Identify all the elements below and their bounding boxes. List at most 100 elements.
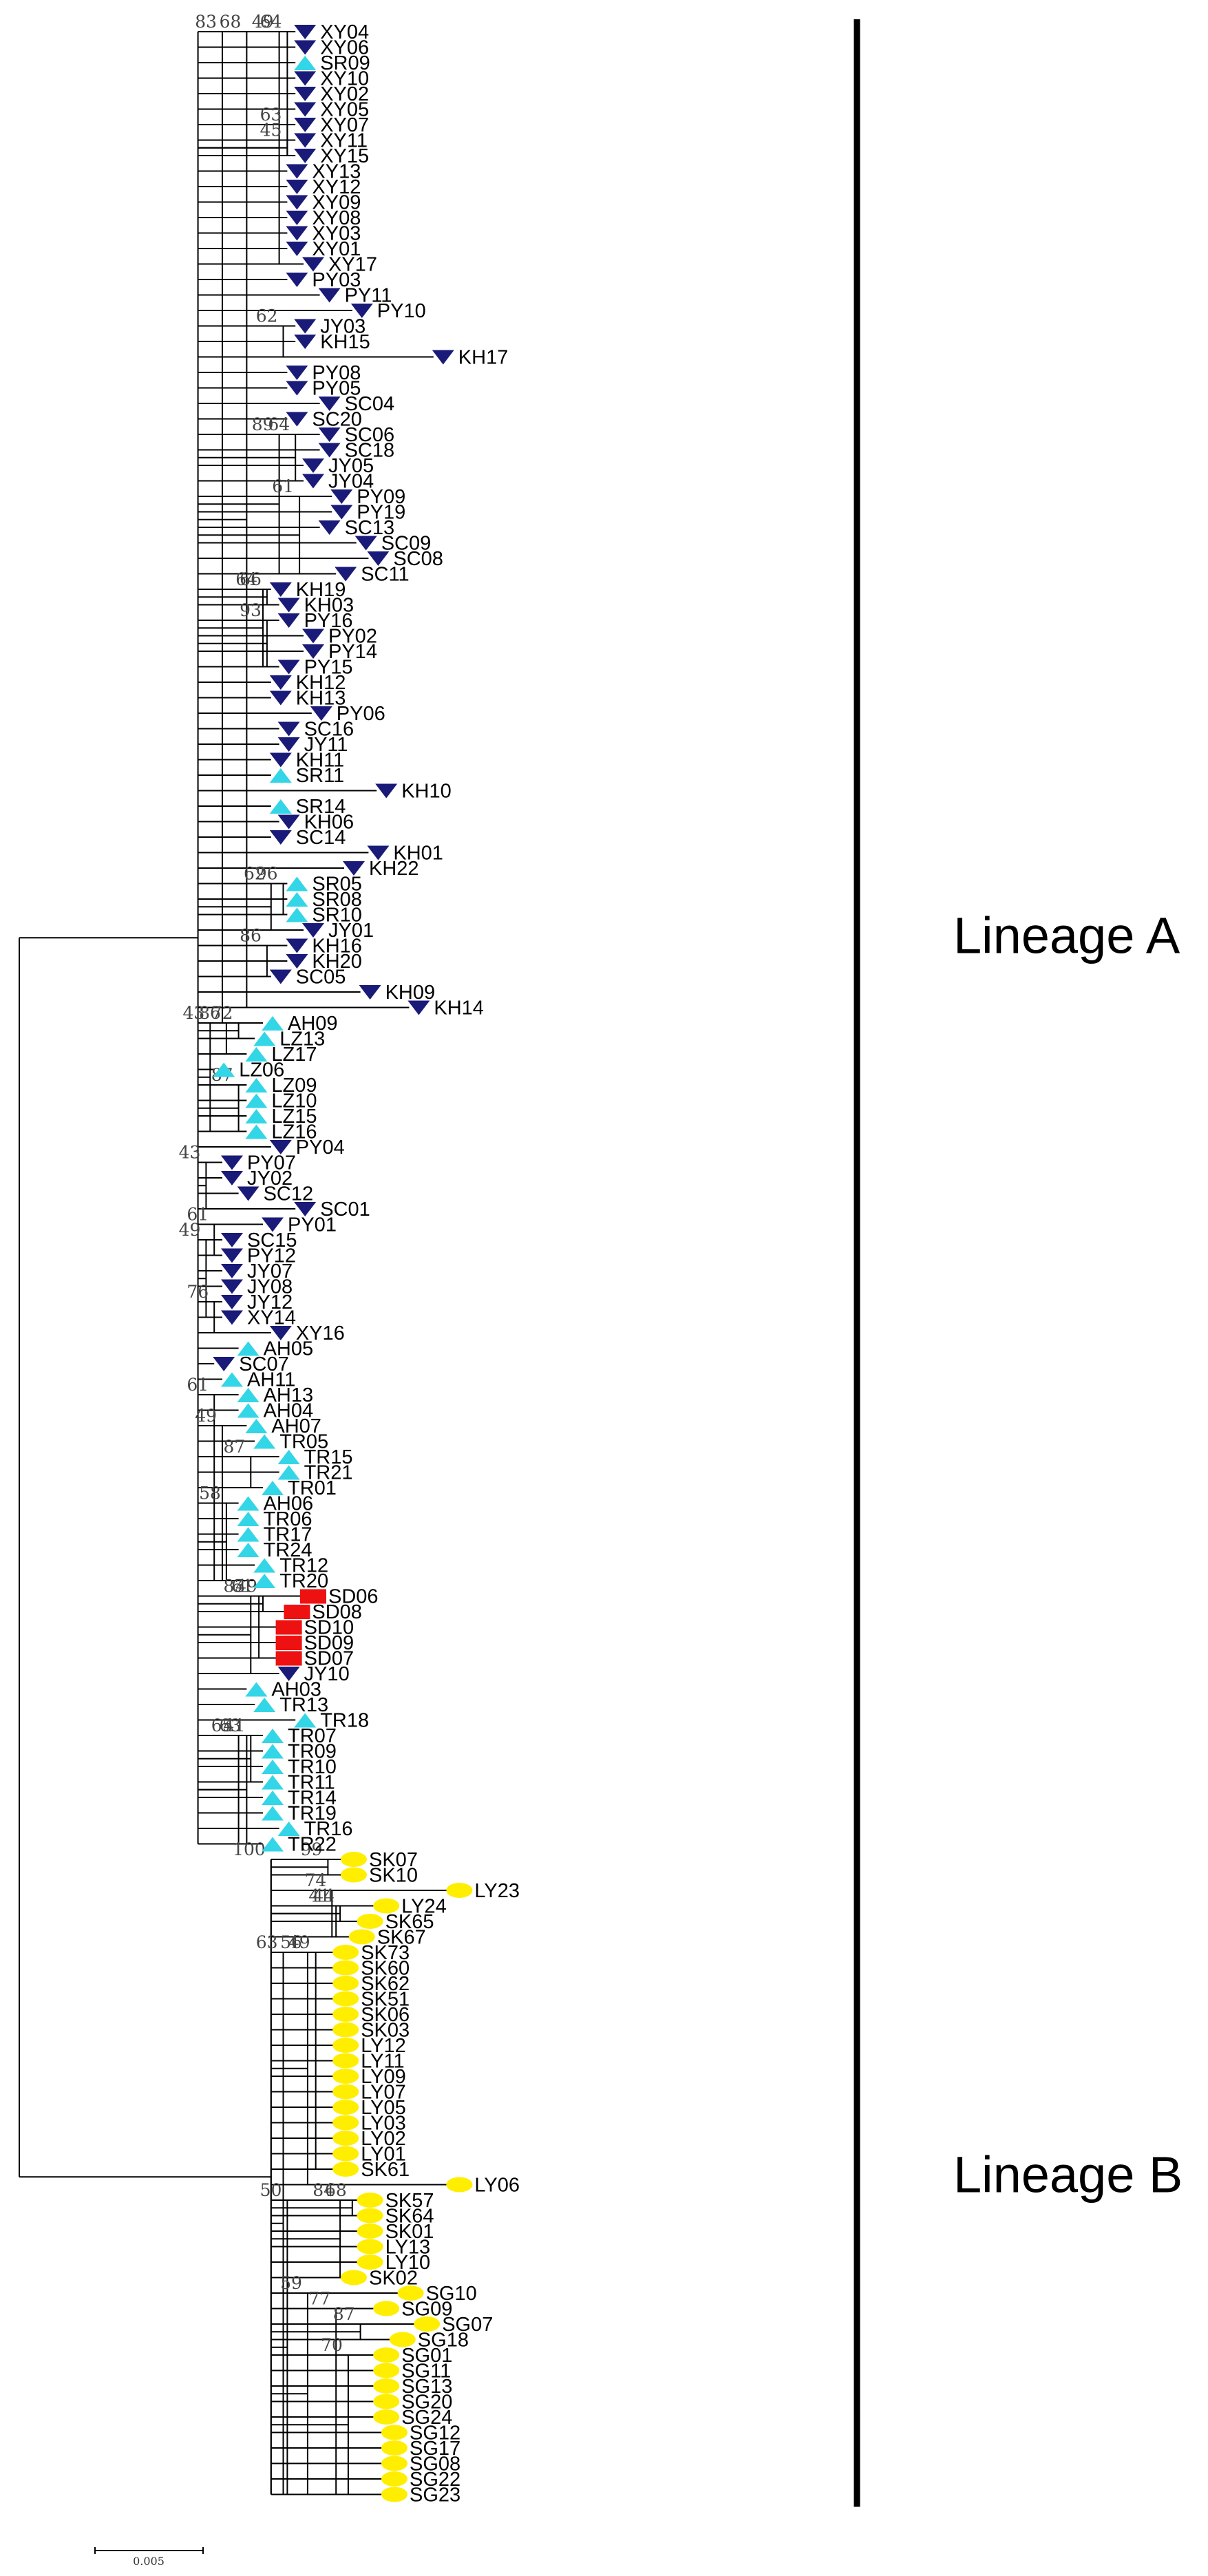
taxon-label: SC18 bbox=[345, 440, 395, 462]
bootstrap-support-label: 43 bbox=[182, 1003, 204, 1023]
bootstrap-support-label: 87 bbox=[223, 1437, 245, 1457]
dark-blue-down-triangle-icon bbox=[302, 257, 324, 272]
dark-blue-down-triangle-icon bbox=[286, 412, 308, 427]
dark-blue-down-triangle-icon bbox=[294, 1202, 317, 1216]
taxon-label: XY14 bbox=[247, 1307, 296, 1329]
taxon-label: SG13 bbox=[401, 2376, 452, 2398]
taxon-label: XY16 bbox=[296, 1322, 345, 1344]
cyan-up-triangle-icon bbox=[237, 1388, 259, 1402]
bootstrap-support-label: 58 bbox=[199, 1484, 221, 1503]
yellow-ellipse-icon bbox=[332, 2146, 359, 2162]
bootstrap-support-label: 61 bbox=[187, 1205, 209, 1225]
taxon-label: SD06 bbox=[328, 1586, 379, 1608]
bootstrap-support-label: 86 bbox=[240, 926, 262, 946]
dark-blue-down-triangle-icon bbox=[294, 319, 317, 334]
cyan-up-triangle-icon bbox=[262, 1760, 284, 1774]
taxon-label: SK60 bbox=[361, 1958, 410, 1980]
taxon-label: LY02 bbox=[361, 2128, 406, 2150]
bootstrap-support-label: 83 bbox=[195, 12, 217, 32]
yellow-ellipse-icon bbox=[373, 2409, 400, 2425]
yellow-ellipse-icon bbox=[373, 2394, 400, 2409]
yellow-ellipse-icon bbox=[332, 1960, 359, 1976]
dark-blue-down-triangle-icon bbox=[213, 1357, 235, 1371]
taxon-label: AH07 bbox=[271, 1415, 321, 1437]
yellow-ellipse-icon bbox=[446, 1883, 473, 1898]
dark-blue-down-triangle-icon bbox=[221, 1264, 243, 1278]
bootstrap-support-label: 64 bbox=[260, 12, 282, 32]
taxon-label: LY10 bbox=[385, 2252, 431, 2274]
bootstrap-support-label: 63 bbox=[260, 105, 282, 125]
taxon-label: LZ16 bbox=[271, 1121, 317, 1143]
yellow-ellipse-icon bbox=[381, 2471, 407, 2487]
dark-blue-down-triangle-icon bbox=[269, 830, 292, 845]
dark-blue-down-triangle-icon bbox=[269, 1140, 292, 1154]
scale-bar-label: 0.005 bbox=[133, 2555, 165, 2568]
taxon-label: KH22 bbox=[369, 858, 419, 880]
taxon-label: AH04 bbox=[264, 1400, 314, 1422]
taxon-label: TR05 bbox=[279, 1431, 328, 1453]
taxon-label: SC15 bbox=[247, 1229, 297, 1252]
taxon-label: KH11 bbox=[296, 750, 344, 772]
taxon-label: LY12 bbox=[361, 2035, 406, 2057]
cyan-up-triangle-icon bbox=[245, 1047, 268, 1062]
taxon-label: LY23 bbox=[474, 1880, 520, 1902]
taxon-label: TR20 bbox=[279, 1570, 328, 1592]
taxon-label: SC08 bbox=[393, 548, 443, 570]
yellow-ellipse-icon bbox=[332, 2162, 359, 2177]
taxon-label: SK73 bbox=[361, 1942, 410, 1964]
dark-blue-down-triangle-icon bbox=[269, 675, 292, 690]
yellow-ellipse-icon bbox=[357, 2239, 383, 2255]
dark-blue-down-triangle-icon bbox=[294, 149, 317, 163]
dark-blue-down-triangle-icon bbox=[286, 211, 308, 225]
cyan-up-triangle-icon bbox=[286, 892, 308, 907]
cyan-up-triangle-icon bbox=[245, 1682, 268, 1697]
dark-blue-down-triangle-icon bbox=[302, 644, 324, 659]
bootstrap-support-label: 84 bbox=[312, 2180, 335, 2200]
taxon-label: SG11 bbox=[401, 2361, 451, 2383]
yellow-ellipse-icon bbox=[332, 2084, 359, 2100]
taxon-label: PY10 bbox=[377, 300, 426, 322]
taxon-label: SG24 bbox=[401, 2407, 452, 2429]
bootstrap-support-label: 63 bbox=[256, 1932, 278, 1952]
dark-blue-down-triangle-icon bbox=[335, 567, 357, 582]
dark-blue-down-triangle-icon bbox=[286, 954, 308, 969]
taxon-label: KH01 bbox=[393, 843, 443, 865]
bootstrap-support-label: 72 bbox=[211, 1003, 233, 1023]
taxon-label: LY09 bbox=[361, 2066, 406, 2088]
yellow-ellipse-icon bbox=[341, 1867, 367, 1883]
red-square-icon bbox=[275, 1636, 302, 1650]
cyan-up-triangle-icon bbox=[269, 799, 292, 814]
taxon-label: KH09 bbox=[385, 982, 436, 1004]
dark-blue-down-triangle-icon bbox=[286, 938, 308, 953]
bootstrap-support-label: 41 bbox=[308, 1886, 330, 1906]
dark-blue-down-triangle-icon bbox=[294, 40, 317, 55]
cyan-up-triangle-icon bbox=[245, 1078, 268, 1092]
cyan-up-triangle-icon bbox=[262, 1837, 284, 1852]
dark-blue-down-triangle-icon bbox=[286, 381, 308, 396]
bootstrap-support-label: 61 bbox=[272, 476, 294, 496]
scale-bar: 0.005 bbox=[94, 2547, 204, 2568]
red-square-icon bbox=[275, 1651, 302, 1666]
taxon-label: SG20 bbox=[401, 2392, 452, 2414]
cyan-up-triangle-icon bbox=[262, 1016, 284, 1031]
yellow-ellipse-icon bbox=[332, 2100, 359, 2115]
taxon-label: SC07 bbox=[239, 1353, 289, 1375]
taxon-label: SC11 bbox=[361, 564, 409, 586]
taxon-label: PY01 bbox=[288, 1214, 337, 1236]
taxon-label: XY04 bbox=[320, 21, 369, 43]
dark-blue-down-triangle-icon bbox=[350, 304, 373, 318]
taxon-label: LY03 bbox=[361, 2113, 406, 2135]
bootstrap-support-label: 83 bbox=[223, 1576, 245, 1596]
taxon-label: LY13 bbox=[385, 2237, 431, 2259]
bootstrap-support-label: 77 bbox=[308, 2289, 330, 2309]
bootstrap-support-label: 49 bbox=[195, 1406, 217, 1426]
taxon-label: XY07 bbox=[320, 114, 369, 136]
taxon-label: XY09 bbox=[312, 192, 361, 214]
yellow-ellipse-icon bbox=[414, 2316, 441, 2332]
taxon-label: SG17 bbox=[410, 2438, 460, 2460]
dark-blue-down-triangle-icon bbox=[318, 288, 341, 303]
taxon-label: SR10 bbox=[312, 905, 362, 927]
taxon-label: TR24 bbox=[264, 1539, 312, 1561]
taxon-label: SR09 bbox=[320, 52, 370, 74]
lineage-label: Lineage B bbox=[953, 2146, 1183, 2203]
